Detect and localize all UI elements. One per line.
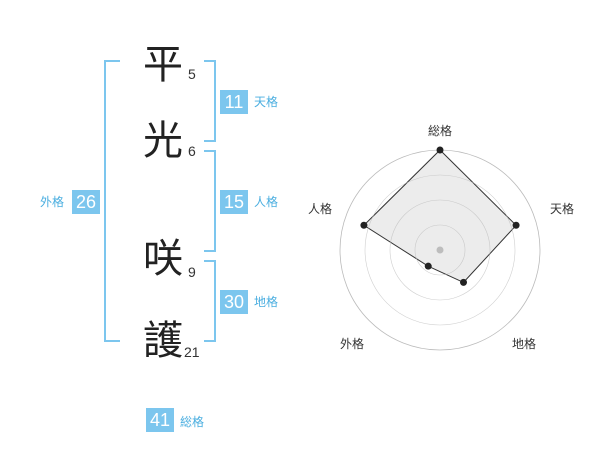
radar-point-2 [512, 221, 520, 229]
radar-chart [339, 146, 541, 351]
jinkaku-badge: 15 [220, 190, 248, 214]
name-char-3: 咲 [143, 236, 183, 282]
radar-point-1 [436, 146, 444, 154]
radar-axis-label-chikaku: 地格 [511, 337, 536, 351]
tenkaku-bracket [204, 60, 216, 142]
chikaku-badge: 30 [220, 290, 248, 314]
radar-grid-overlay-3 [364, 174, 516, 326]
radar-grid-overlay-1 [414, 224, 466, 276]
stroke-count-3: 9 [188, 264, 196, 280]
name-char-4: 護 [143, 318, 183, 364]
name-char-2: 光 [143, 118, 183, 164]
radar-axis-label-tenkaku: 天格 [549, 202, 574, 216]
radar-axis-label-jinkaku: 人格 [307, 202, 332, 216]
gaikaku-label: 外格 [40, 195, 65, 209]
radar-center-dot [436, 246, 444, 254]
stroke-count-2: 6 [188, 143, 196, 159]
tenkaku-badge: 11 [220, 90, 248, 114]
soukaku-label: 総格 [180, 415, 205, 429]
radar-axis-label-gaikaku: 外格 [339, 337, 364, 351]
gaikaku-badge: 26 [72, 190, 100, 214]
jinkaku-label: 人格 [254, 195, 279, 209]
chikaku-label: 地格 [254, 295, 279, 309]
jinkaku-bracket [204, 150, 216, 252]
radar-axis-label-soukaku: 総格 [427, 124, 452, 138]
stroke-count-1: 5 [188, 66, 196, 82]
name-char-1: 平 [143, 42, 183, 88]
chikaku-bracket [204, 260, 216, 342]
tenkaku-label: 天格 [254, 95, 279, 109]
radar-point-5 [360, 221, 368, 229]
soukaku-badge: 41 [146, 408, 174, 432]
gaikaku-bracket [104, 60, 120, 342]
stroke-count-4: 21 [184, 344, 200, 360]
radar-point-3 [460, 278, 468, 286]
radar-grid-overlay-2 [389, 199, 491, 301]
radar-point-4 [424, 262, 432, 270]
